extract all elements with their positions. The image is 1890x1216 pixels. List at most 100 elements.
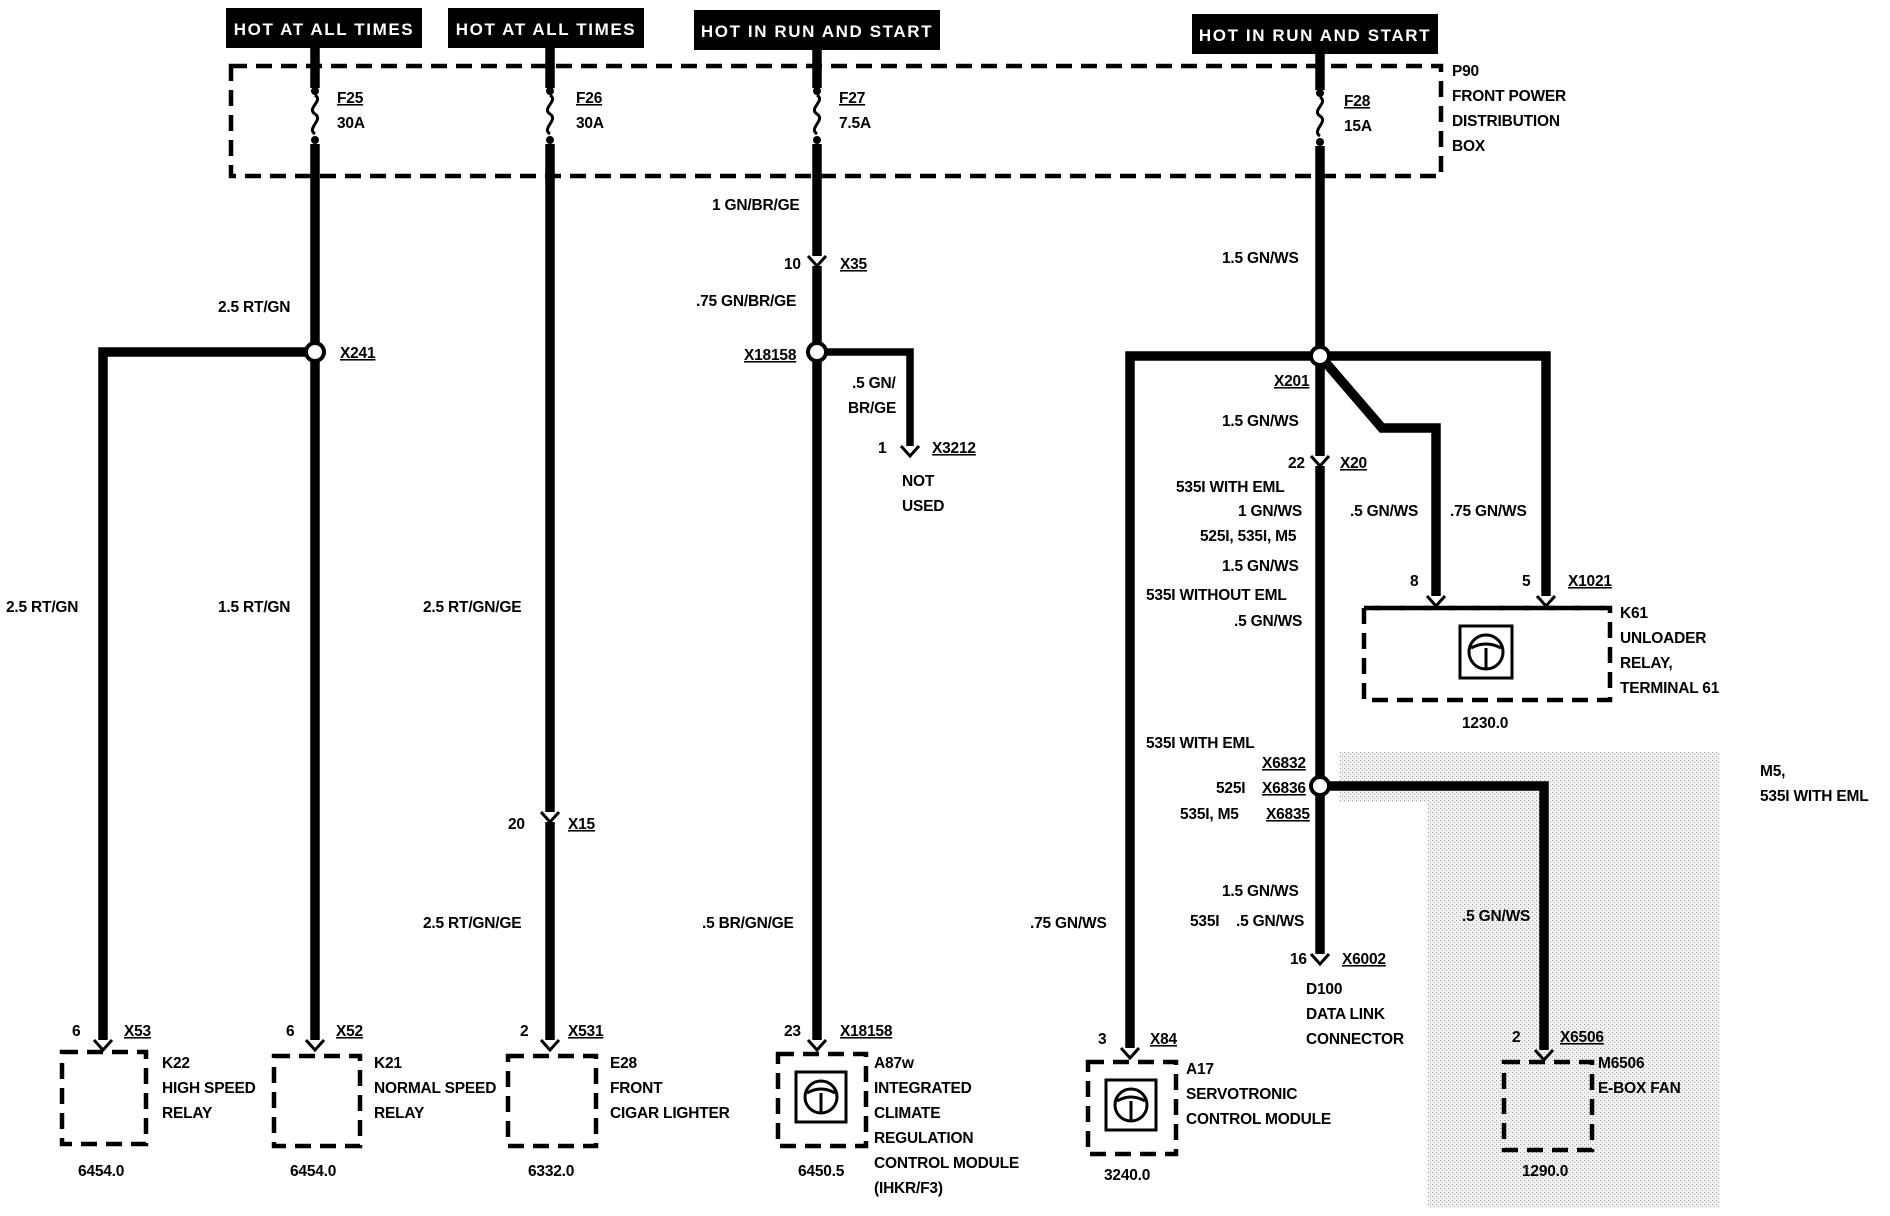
fuse-f26: F26 30A [545,76,604,144]
component-label: E-BOX FAN [1598,1080,1681,1097]
component-e28: 2 X531 E28 FRONT CIGAR LIGHTER 6332.0 [505,1023,730,1180]
connector-label: X6836 [1262,780,1306,797]
connector-pin: 20 [508,816,525,833]
power-box-name-1: FRONT POWER [1452,88,1566,105]
component-id: K61 [1620,605,1648,622]
component-m6506: 2 X6506 M6506 E-BOX FAN 1290.0 [1501,1029,1681,1180]
component-a17: 3 X84 A17 SERVOTRONIC CONTROL MODULE 324… [1085,1031,1331,1184]
wire-label: 1.5 GN/WS [1222,883,1299,900]
power-box-name-3: BOX [1452,138,1486,155]
component-id: K22 [162,1055,190,1072]
power-distribution-box [228,63,1444,179]
wire-x241-branch [98,347,315,1040]
wire-label: 535I, M5 [1180,806,1239,823]
wire-label: 2.5 RT/GN/GE [423,915,521,932]
connector-pin: 10 [784,256,801,273]
component-id: E28 [610,1055,638,1072]
wire-label: BR/GE [848,400,896,417]
component-id: A87w [874,1055,915,1072]
component-label: HIGH SPEED [162,1080,256,1097]
component-k22: 6 X53 K22 HIGH SPEED RELAY 6454.0 [59,1023,256,1180]
shaded-option-region [1340,752,1720,1208]
wire-label: 525I, 535I, M5 [1200,528,1297,545]
wire-label: 535I WITHOUT EML [1146,587,1287,604]
connector-pin: 2 [520,1023,528,1040]
connector-pin: 16 [1290,951,1307,968]
connector-pin: 5 [1522,573,1531,590]
fuse-rating: 7.5A [839,115,871,132]
component-k21: 6 X52 K21 NORMAL SPEED RELAY 6454.0 [271,1023,496,1180]
component-ref: 1290.0 [1522,1163,1568,1180]
wire-x3212-branch [817,348,914,446]
connector-label: X3212 [932,440,976,457]
wire-label: 535I WITH EML [1146,735,1255,752]
component-label: REGULATION [874,1130,973,1147]
connector-label: X18158 [744,347,797,364]
connector-label: X15 [568,816,596,833]
not-used-note: NOT [902,473,935,490]
fuse-rating: 30A [576,115,604,132]
wire-label: .5 GN/WS [1350,503,1418,520]
wire-label: 1.5 GN/WS [1222,413,1299,430]
fuse-id: F26 [576,90,603,107]
connector-x6002-pin [1309,952,1331,967]
wire-label: 1.5 GN/WS [1222,558,1299,575]
connector-pin: 23 [784,1023,801,1040]
component-label: TERMINAL 61 [1620,680,1720,697]
wire-label: 1.5 GN/WS [1222,250,1299,267]
wire-label: .75 GN/BR/GE [696,293,796,310]
fuse-rating: 15A [1344,118,1372,135]
wire-label: 2.5 RT/GN/GE [423,599,521,616]
wire-label: .5 GN/WS [1234,613,1302,630]
connector-label: X20 [1340,455,1367,472]
header-text: HOT AT ALL TIMES [456,20,636,39]
component-label: FRONT [610,1080,663,1097]
component-id: K21 [374,1055,402,1072]
component-label: CONTROL MODULE [874,1155,1019,1172]
connector-label: X18158 [840,1023,893,1040]
wire-label: .5 BR/GN/GE [702,915,794,932]
connector-pin: 3 [1098,1031,1107,1048]
component-ref: 1230.0 [1462,715,1508,732]
component-ref: 6454.0 [290,1163,336,1180]
connector-label: X84 [1150,1031,1178,1048]
wire-label: .5 GN/WS [1236,913,1304,930]
component-id: M6506 [1598,1055,1645,1072]
wire-a17-branch [1125,351,1320,1048]
connector-pin: 6 [72,1023,81,1040]
fuse-id: F25 [337,90,364,107]
wire-label: 1.5 RT/GN [218,599,290,616]
component-ref: 6454.0 [78,1163,124,1180]
header-hot-in-run-and-start-2: HOT IN RUN AND START [1192,14,1438,54]
fuse-id: F27 [839,90,865,107]
connector-x3212-pin [899,444,921,459]
fuse-rating: 30A [337,115,365,132]
component-label: RELAY [162,1105,213,1122]
wire-label: 535I WITH EML [1176,479,1285,496]
connector-label: X6506 [1560,1029,1604,1046]
wire-label: 1 GN/WS [1238,503,1302,520]
connector-x20-pin [1309,454,1331,469]
connector-pin: 1 [878,440,887,457]
wire-label: .75 GN/WS [1030,915,1107,932]
wire-label: .5 GN/ [852,375,896,392]
component-label: DATA LINK [1306,1006,1386,1023]
wire-k61-terminal8 [1316,352,1441,596]
component-label: CONTROL MODULE [1186,1111,1331,1128]
connector-label: X241 [340,345,376,362]
connector-label: X35 [840,256,868,273]
component-a87w: 23 X18158 A87w INTEGRATED CLIMATE REGULA… [775,1023,1019,1197]
wire-label: 2.5 RT/GN [218,299,290,316]
connector-label: X6002 [1342,951,1386,968]
connector-label: X53 [124,1023,152,1040]
component-label: RELAY, [1620,655,1673,672]
component-id: A17 [1186,1061,1214,1078]
component-label: CIGAR LIGHTER [610,1105,730,1122]
wire-k61-terminal5 [1320,351,1551,596]
power-box-code: P90 [1452,63,1479,80]
connector-pin: 6 [286,1023,295,1040]
fuse-f28: F28 15A [1315,80,1372,146]
component-label: (IHKR/F3) [874,1180,943,1197]
connector-pin: 8 [1410,573,1419,590]
